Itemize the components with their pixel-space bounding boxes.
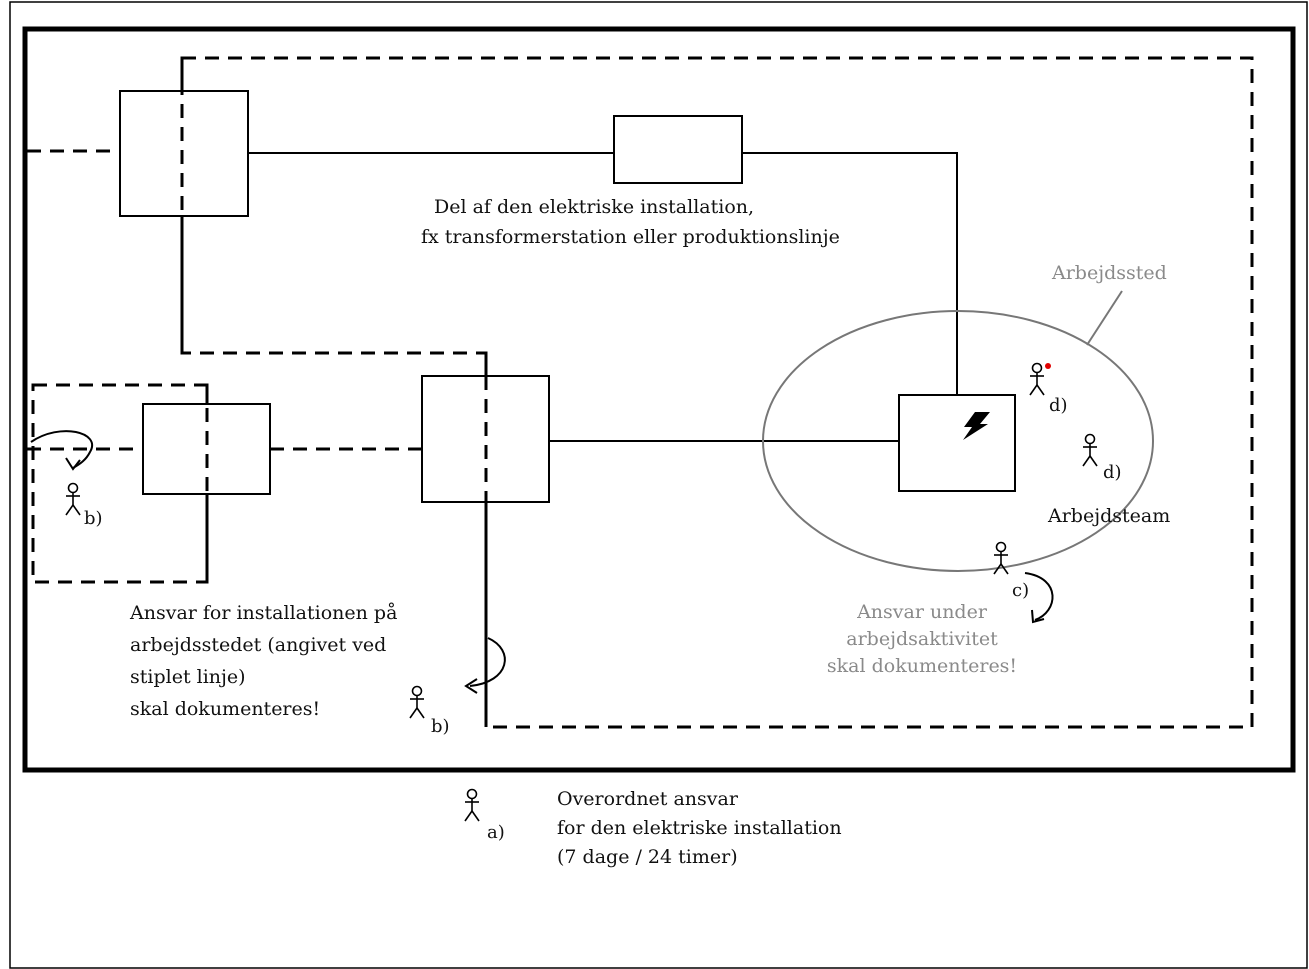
person-tag-d-bottom: d) bbox=[1103, 462, 1122, 483]
arrow-head-icon bbox=[65, 457, 81, 471]
work-team-label: Arbejdsteam bbox=[1047, 505, 1170, 527]
stick-figure-icon bbox=[1029, 362, 1045, 396]
person-tag-b-bottom: b) bbox=[431, 716, 450, 737]
installation-box-workplace bbox=[898, 394, 1016, 492]
installation-responsibility-line-1: Ansvar for installationen på bbox=[129, 602, 397, 624]
workplace-label: Arbejdssted bbox=[1051, 262, 1167, 284]
arrow-head-icon bbox=[1031, 609, 1045, 624]
work-activity-responsibility-line-2: arbejdsaktivitet bbox=[846, 628, 998, 650]
work-activity-responsibility-line-1: Ansvar under bbox=[856, 601, 988, 623]
person-tag-c: c) bbox=[1012, 580, 1029, 601]
curved-arrow-icon bbox=[30, 430, 93, 469]
installation-part-label-line-1: Del af den elektriske installation, bbox=[434, 196, 754, 218]
installation-frame bbox=[22, 26, 1296, 773]
installation-responsibility-line-2: arbejdsstedet (angivet ved bbox=[130, 634, 386, 656]
helmet-marker-icon bbox=[1045, 363, 1051, 369]
page-border bbox=[9, 1, 1308, 969]
work-activity-responsibility-line-3: skal dokumenteres! bbox=[827, 655, 1017, 677]
person-tag-a: a) bbox=[487, 822, 505, 843]
arrow-head-icon bbox=[464, 678, 478, 694]
lightning-bolt-icon bbox=[963, 412, 990, 440]
stick-figure-icon bbox=[409, 685, 425, 719]
overall-responsibility-line-1: Overordnet ansvar bbox=[557, 788, 739, 810]
person-tag-b-left: b) bbox=[84, 508, 103, 529]
overall-responsibility-line-3: (7 dage / 24 timer) bbox=[557, 846, 738, 868]
solid-line-top-right bbox=[742, 152, 958, 395]
curved-arrow-icon bbox=[469, 637, 506, 687]
workplace-ellipse bbox=[762, 310, 1154, 572]
workplace-pointer-line bbox=[1086, 290, 1123, 346]
installation-responsibility-line-4: skal dokumenteres! bbox=[130, 698, 320, 720]
installation-box-top-middle bbox=[613, 115, 743, 184]
stick-figure-icon bbox=[65, 482, 81, 516]
person-tag-d-top: d) bbox=[1049, 395, 1068, 416]
installation-box-middle bbox=[421, 375, 550, 503]
stick-figure-icon bbox=[464, 788, 480, 822]
installation-box-top-left bbox=[119, 90, 249, 217]
installation-part-label-line-2: fx transformerstation eller produktionsl… bbox=[421, 226, 840, 248]
overall-responsibility-line-2: for den elektriske installation bbox=[557, 817, 842, 839]
responsibility-boundary-dashed bbox=[180, 56, 1254, 729]
curved-arrow-icon bbox=[1024, 572, 1054, 621]
stick-figure-icon bbox=[1082, 433, 1098, 467]
installation-responsibility-line-3: stiplet linje) bbox=[130, 666, 246, 688]
